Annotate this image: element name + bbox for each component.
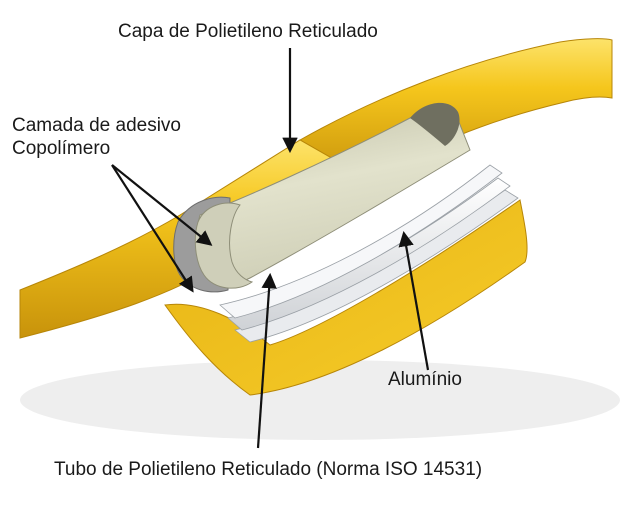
label-outer-layer: Capa de Polietileno Reticulado <box>118 21 378 42</box>
floor-shadow <box>20 360 620 440</box>
outer-jacket-flap <box>164 199 528 396</box>
label-inner-tube: Tubo de Polietileno Reticulado (Norma IS… <box>54 459 483 480</box>
arrow-adhesive-upper <box>111 164 213 246</box>
arrow-adhesive-lower <box>111 164 194 293</box>
label-aluminium: Alumínio <box>388 369 462 390</box>
label-adhesive-line2: Copolímero <box>12 138 111 159</box>
inner-tube-rim <box>194 202 254 289</box>
arrow-inner-tube <box>256 272 277 449</box>
arrow-aluminium <box>398 230 430 371</box>
aluminium-layer-top <box>219 164 503 319</box>
inner-tube-opening <box>410 102 460 146</box>
label-adhesive-line1: Camada de adesivo <box>12 115 181 136</box>
